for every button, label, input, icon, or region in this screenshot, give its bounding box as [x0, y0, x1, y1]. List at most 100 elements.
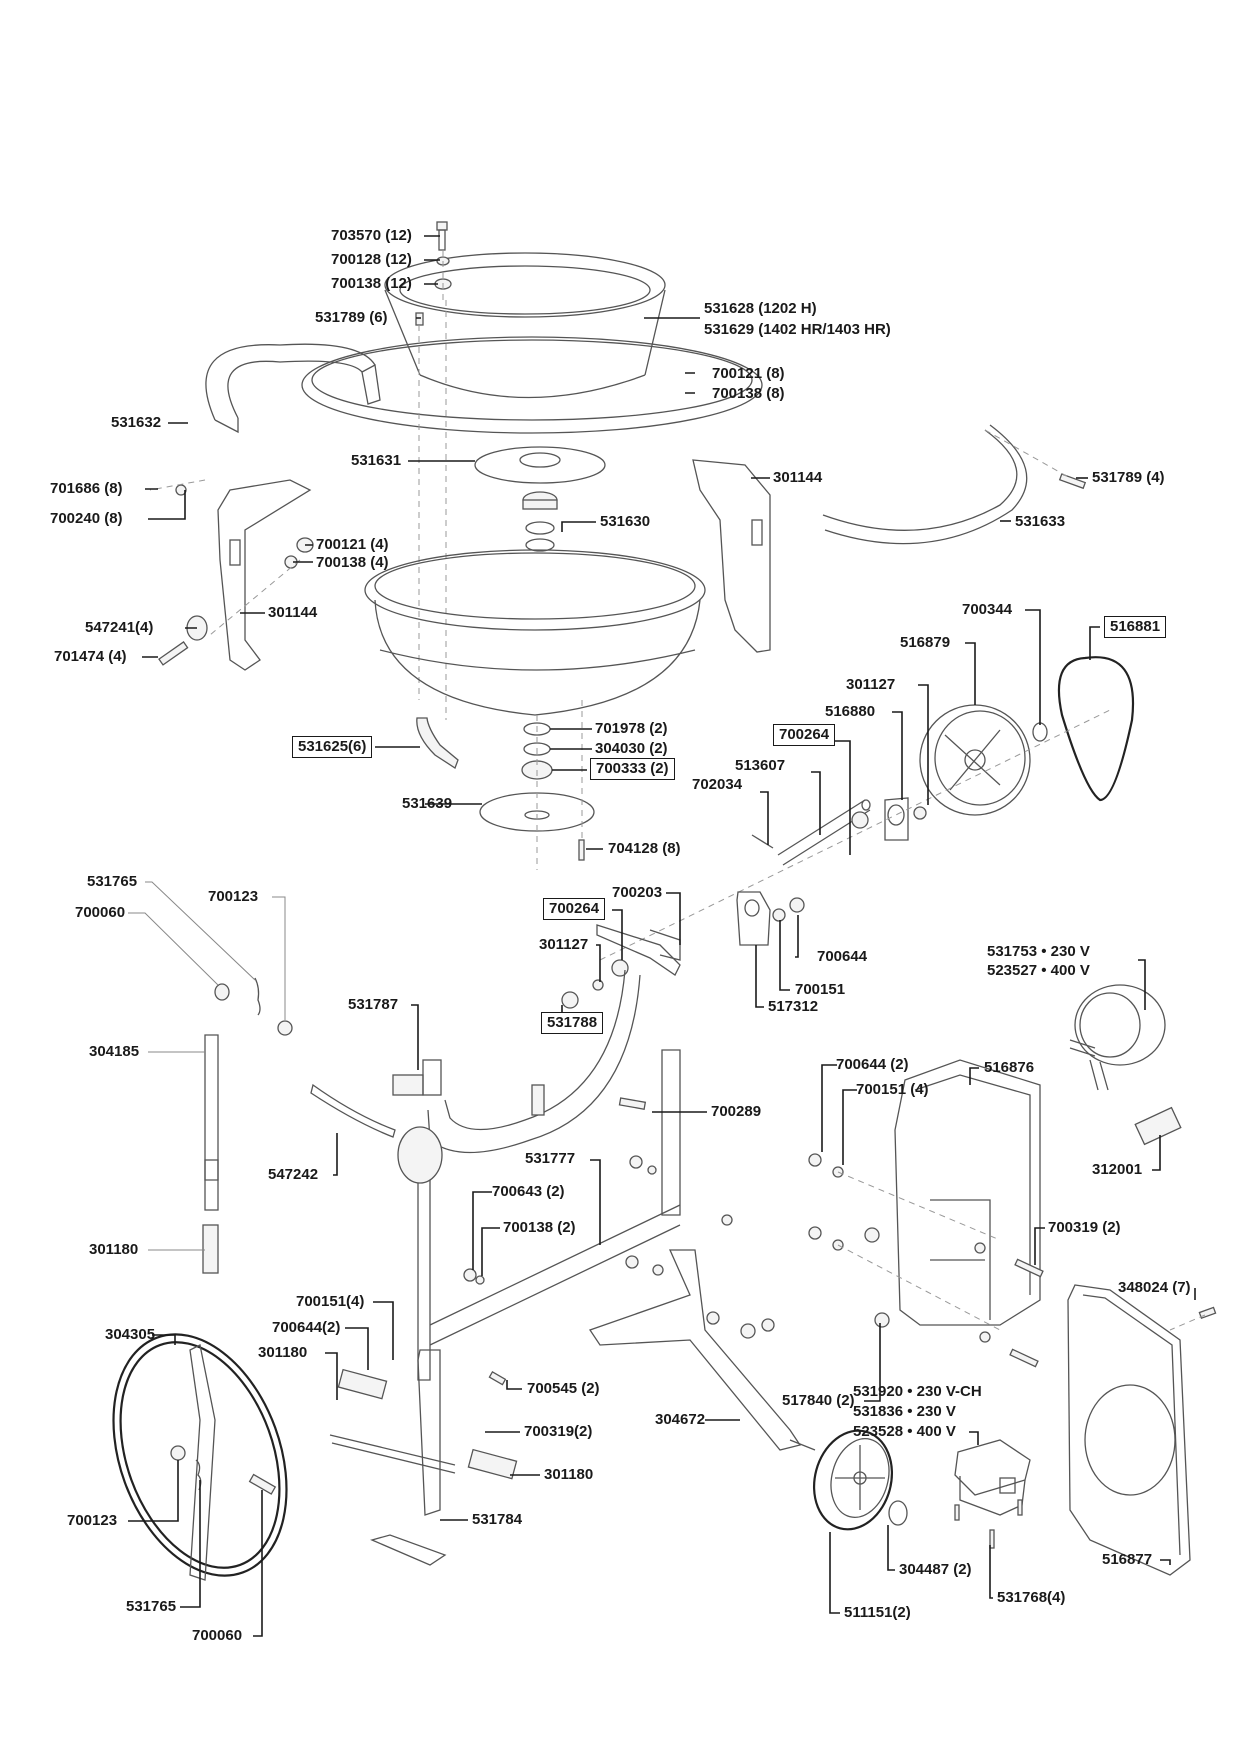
frame-hardware — [463, 1155, 775, 1386]
part-label: 700644 — [817, 948, 868, 965]
motor-531753 — [1069, 984, 1166, 1091]
scraper-531625 — [416, 717, 459, 769]
part-label: 301180 — [544, 1466, 594, 1483]
part-label: 700319 (2) — [1048, 1219, 1121, 1236]
part-label: 301127 — [846, 676, 896, 693]
part-label: 700121 (8) — [712, 365, 785, 382]
part-label: 531639 — [402, 795, 453, 812]
part-label: 304305 — [105, 1326, 156, 1343]
part-label: 304185 — [89, 1043, 140, 1060]
part-label: 517840 (2) — [782, 1392, 855, 1409]
part-label: 531630 — [600, 513, 651, 530]
part-label: 531920 • 230 V-CH — [853, 1383, 982, 1400]
bolt-703570 — [415, 221, 452, 326]
part-label: 701474 (4) — [54, 648, 127, 665]
part-label: 531836 • 230 V — [853, 1403, 956, 1420]
ring-half-531633 — [822, 424, 1028, 545]
part-label: 700644 (2) — [836, 1056, 909, 1073]
part-label: 301144 — [773, 469, 823, 486]
part-label: 523527 • 400 V — [987, 962, 1090, 979]
shaft-513607 — [751, 799, 871, 866]
part-label: 700128 (12) — [331, 251, 412, 268]
part-label: 301144 — [268, 604, 318, 621]
capacitor-312001 — [1134, 1106, 1182, 1146]
part-label: 531765 — [87, 873, 138, 890]
belt-516881 — [1057, 656, 1135, 802]
part-label: 531629 (1402 HR/1403 HR) — [704, 321, 891, 338]
leg-304672 — [588, 1249, 816, 1451]
part-label: 301180 — [258, 1344, 308, 1361]
strip-547242 — [310, 1083, 396, 1138]
part-label: 700123 — [208, 888, 259, 905]
part-label: 700138 (4) — [316, 554, 389, 571]
bearing-stack-upper — [522, 491, 558, 552]
part-label: 511151(2) — [844, 1604, 911, 1621]
part-label: 700123 — [67, 1512, 118, 1529]
part-label: 531789 (6) — [315, 309, 388, 326]
part-label: 700151 — [795, 981, 846, 998]
gasket-531631 — [474, 446, 606, 484]
part-label: 304030 (2) — [595, 740, 668, 757]
part-label: 301127 — [539, 936, 589, 953]
part-label: 304672 — [655, 1411, 706, 1428]
part-label: 547242 — [268, 1166, 319, 1183]
part-label: 304487 (2) — [899, 1561, 972, 1578]
part-label: 531631 — [351, 452, 402, 469]
part-label-boxed: 531625(6) — [292, 736, 373, 758]
part-label: 531632 — [111, 414, 162, 431]
drive-arm-assembly — [561, 924, 681, 1009]
part-label: 516876 — [984, 1059, 1035, 1076]
part-label: 531777 — [525, 1150, 576, 1167]
part-label: 700240 (8) — [50, 510, 123, 527]
handwheel-304305 — [112, 1333, 288, 1581]
part-label: 531633 — [1015, 513, 1066, 530]
part-label: 701686 (8) — [50, 480, 123, 497]
part-label: 531789 (4) — [1092, 469, 1165, 486]
part-label: 513607 — [735, 757, 786, 774]
part-label: 531768(4) — [997, 1589, 1066, 1606]
motor-housing-516876 — [894, 1059, 1041, 1326]
pulley-516879 — [919, 704, 1031, 816]
drum-bottom-531630 — [364, 549, 706, 716]
part-label: 700151(4) — [296, 1293, 365, 1310]
part-label: 700151 (4) — [856, 1081, 929, 1098]
part-label: 704128 (8) — [608, 840, 681, 857]
part-label: 531753 • 230 V — [987, 943, 1090, 960]
part-label: 703570 (12) — [331, 227, 412, 244]
part-label: 348024 (7) — [1118, 1279, 1191, 1296]
part-label: 700344 — [962, 601, 1013, 618]
part-label: 700545 (2) — [527, 1380, 600, 1397]
part-label: 700138 (8) — [712, 385, 785, 402]
part-label-boxed: 700264 — [773, 724, 836, 746]
part-label: 516879 — [900, 634, 951, 651]
part-label: 523528 • 400 V — [853, 1423, 956, 1440]
column-304185 — [202, 1034, 219, 1274]
wheel-511151 — [812, 1429, 894, 1531]
housing-hardware — [808, 1153, 1044, 1368]
leader-lines — [128, 235, 1196, 1637]
part-label: 700060 — [192, 1627, 243, 1644]
part-label: 700138 (2) — [503, 1219, 576, 1236]
part-label: 531765 — [126, 1598, 177, 1615]
frame-531777 — [397, 1049, 681, 1381]
part-label: 516880 — [825, 703, 876, 720]
part-label-boxed: 700264 — [543, 898, 606, 920]
bracket-301144-left — [217, 479, 312, 671]
part-label: 700319(2) — [524, 1423, 593, 1440]
part-label: 301180 — [89, 1241, 139, 1258]
part-label-boxed: 531788 — [541, 1012, 604, 1034]
part-label-boxed: 516881 — [1104, 616, 1167, 638]
plate-516880 — [884, 797, 909, 841]
part-label: 700644(2) — [272, 1319, 341, 1336]
support-517312 — [736, 891, 771, 946]
part-label: 700289 — [711, 1103, 762, 1120]
part-label: 700138 (12) — [331, 275, 412, 292]
part-label: 547241(4) — [85, 619, 154, 636]
leg-531784 — [329, 1349, 518, 1566]
part-label: 531628 (1202 H) — [704, 300, 817, 317]
part-label: 700643 (2) — [492, 1183, 565, 1200]
part-label: 700121 (4) — [316, 536, 389, 553]
part-label: 517312 — [768, 998, 819, 1015]
part-label: 700203 — [612, 884, 663, 901]
